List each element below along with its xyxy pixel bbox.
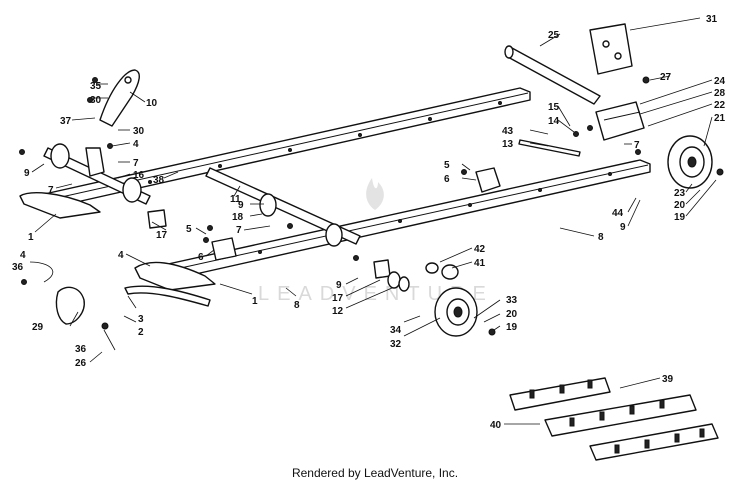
spacer-block-lower [211, 237, 237, 261]
watermark-logo: LEADVENTURE [258, 178, 494, 305]
callout-labels: 35 30 10 37 30 4 7 16 9 7 38 11 9 18 17 … [12, 14, 726, 431]
footer-credit: Rendered by LeadVenture, Inc. [291, 466, 459, 480]
callout-4-a: 4 [133, 139, 139, 150]
callout-19-a: 19 [506, 322, 518, 333]
clip-lower [373, 259, 391, 279]
callout-11: 11 [230, 194, 241, 205]
callout-20-a: 20 [506, 309, 518, 320]
rail-lower-holes [258, 172, 612, 254]
center-idler-wheel [434, 287, 478, 337]
rear-bolt [518, 139, 581, 157]
rail-lower [134, 159, 651, 291]
callout-15: 15 [548, 102, 560, 113]
callout-32: 32 [390, 339, 402, 350]
callout-36-a: 36 [12, 262, 24, 273]
callout-19-b: 19 [674, 212, 686, 223]
callout-4-b: 4 [118, 250, 124, 261]
callout-17-b: 17 [332, 293, 344, 304]
callout-38: 38 [153, 175, 165, 186]
fasteners [19, 76, 724, 336]
callout-23: 23 [674, 188, 686, 199]
callout-4-c: 4 [20, 250, 26, 261]
callout-42: 42 [474, 244, 486, 255]
callout-44: 44 [612, 208, 624, 219]
callout-24: 24 [714, 76, 726, 87]
callout-9-c: 9 [336, 280, 342, 291]
callout-34: 34 [390, 325, 402, 336]
callout-14: 14 [548, 116, 560, 127]
front-bumper [55, 286, 85, 325]
callout-7-b: 7 [48, 185, 54, 196]
callout-25: 25 [548, 30, 560, 41]
callout-40: 40 [490, 420, 502, 431]
callout-12: 12 [332, 306, 344, 317]
callout-36-b: 36 [75, 344, 87, 355]
callout-9-a: 9 [24, 168, 30, 179]
callout-7-c: 7 [236, 225, 242, 236]
callout-39: 39 [662, 374, 674, 385]
callout-7-d: 7 [634, 140, 640, 151]
callout-2: 2 [138, 327, 144, 338]
callout-30-b: 30 [133, 126, 145, 137]
callout-21: 21 [714, 113, 726, 124]
callout-13: 13 [502, 139, 514, 150]
callout-22: 22 [714, 100, 726, 111]
callout-7-a: 7 [133, 158, 139, 169]
callout-27: 27 [660, 72, 672, 83]
callout-5-b: 5 [444, 160, 450, 171]
callout-29: 29 [32, 322, 44, 333]
spacer-stack [387, 262, 459, 292]
wear-strip [124, 285, 211, 307]
callout-1-b: 1 [252, 296, 258, 307]
callout-1-a: 1 [28, 232, 34, 243]
clip-upper [147, 209, 167, 229]
rear-idler-wheel [667, 135, 713, 189]
front-arm [99, 69, 140, 127]
callout-18: 18 [232, 212, 244, 223]
callout-9-b: 9 [238, 200, 244, 211]
callout-35: 35 [90, 81, 102, 92]
track-clip-section [509, 377, 719, 461]
callout-17-a: 17 [156, 230, 168, 241]
rail-upper-holes [148, 101, 502, 184]
callout-6-a: 6 [198, 252, 204, 263]
callout-20-b: 20 [674, 200, 686, 211]
spacer-block-upper [475, 167, 501, 193]
rear-bracket-plate [589, 23, 633, 75]
callout-33: 33 [506, 295, 518, 306]
callout-8-a: 8 [294, 300, 300, 311]
callout-3: 3 [138, 314, 144, 325]
callout-30-a: 30 [90, 95, 102, 106]
callout-28: 28 [714, 88, 726, 99]
rear-axle-shaft [504, 45, 601, 105]
watermark-text: LEADVENTURE [258, 283, 494, 305]
leader-lines [29, 17, 717, 425]
front-cross-shaft [205, 167, 361, 247]
callout-10: 10 [146, 98, 158, 109]
callout-5-a: 5 [186, 224, 192, 235]
callout-8-b: 8 [598, 232, 604, 243]
callout-41: 41 [474, 258, 486, 269]
callout-6-b: 6 [444, 174, 450, 185]
callout-31: 31 [706, 14, 718, 25]
rear-bracket [595, 101, 645, 141]
callout-37: 37 [60, 116, 72, 127]
callout-26: 26 [75, 358, 87, 369]
callout-9-d: 9 [620, 222, 626, 233]
callout-16: 16 [133, 170, 145, 181]
callout-43: 43 [502, 126, 514, 137]
front-spindle-assembly [43, 143, 151, 205]
